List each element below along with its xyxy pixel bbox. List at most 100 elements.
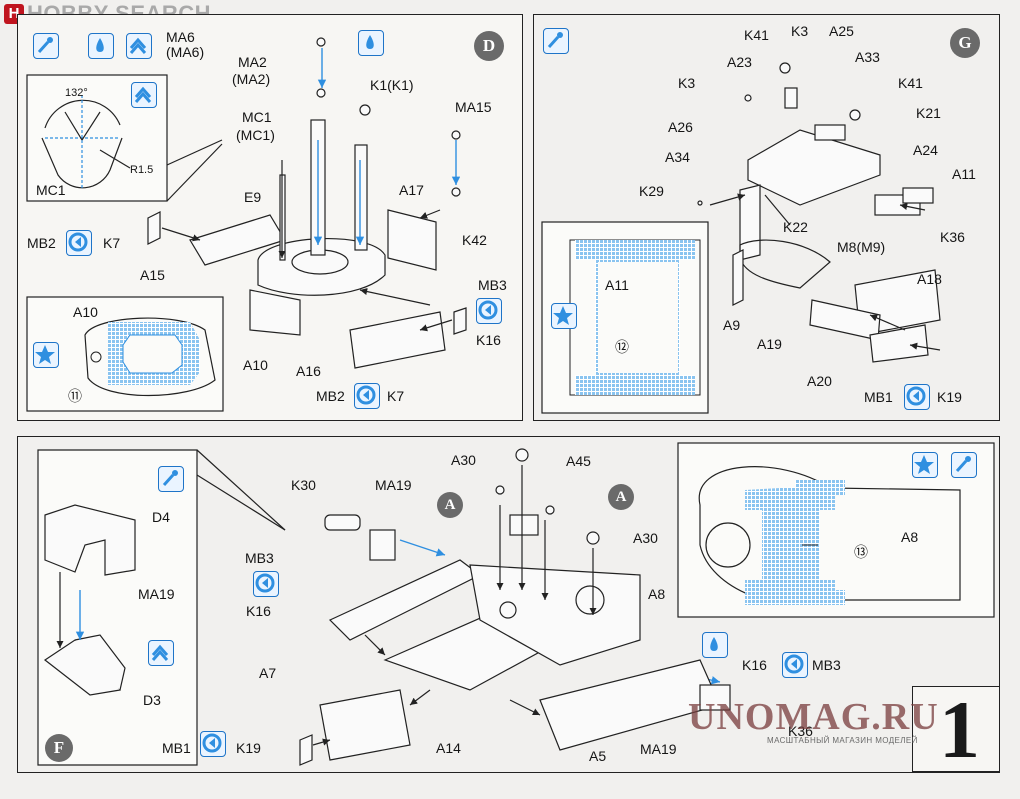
flip-over-icon <box>131 82 157 108</box>
paint-brush-icon <box>951 452 977 478</box>
label-a33: A33 <box>855 49 880 65</box>
label-k21: K21 <box>916 105 941 121</box>
label-d3: D3 <box>143 692 161 708</box>
label-a5: A5 <box>589 748 607 764</box>
label-k3-b: K3 <box>678 75 696 91</box>
label-ma6: MA6 <box>166 29 195 45</box>
label-mb1: MB1 <box>864 389 893 405</box>
glue-drop-icon <box>358 30 384 56</box>
label-k16: K16 <box>246 603 271 619</box>
panel-g <box>533 14 1000 421</box>
paint-brush-icon <box>543 28 569 54</box>
label-mb2: MB2 <box>27 235 56 251</box>
label-a8: A8 <box>648 586 666 602</box>
label-a8-inset: A8 <box>901 529 919 545</box>
ref-badge-a: A <box>608 484 634 510</box>
paint-star-icon <box>551 303 577 329</box>
label-mb1: MB1 <box>162 740 191 756</box>
label-a11: A11 <box>952 166 976 182</box>
label-a20: A20 <box>807 373 832 389</box>
label-k3: K3 <box>791 23 809 39</box>
label-a23: A23 <box>727 54 752 70</box>
label-m8: M8(M9) <box>837 239 886 255</box>
label-a10: A10 <box>243 357 268 373</box>
label-angle: 132° <box>65 87 88 99</box>
flip-over-icon <box>126 33 152 59</box>
orientation-icon <box>66 230 92 256</box>
step-number: 1 <box>939 684 980 775</box>
label-num11: ⑪ <box>68 388 82 404</box>
label-mb3: MB3 <box>478 277 507 293</box>
label-a24: A24 <box>913 142 938 158</box>
label-mc1: MC1 <box>242 109 272 125</box>
label-a14: A14 <box>436 740 461 756</box>
label-k7-b: K7 <box>387 388 405 404</box>
label-ma2: MA2 <box>238 54 267 70</box>
step-number-box: 1 <box>912 684 1000 775</box>
label-radius: R1.5 <box>130 164 154 176</box>
label-ma19: MA19 <box>138 586 175 602</box>
label-a11-inset: A11 <box>605 277 629 293</box>
label-k1: K1(K1) <box>370 77 414 93</box>
label-mb2-b: MB2 <box>316 388 345 404</box>
watermark-subtitle: МАСШТАБНЫЙ МАГАЗИН МОДЕЛЕЙ <box>767 736 918 745</box>
label-k7: K7 <box>103 235 121 251</box>
label-ma2-alt: (MA2) <box>232 71 271 87</box>
orientation-icon <box>476 298 502 324</box>
orientation-icon <box>200 731 226 757</box>
label-mb3: MB3 <box>245 550 274 566</box>
label-ma19-c: MA19 <box>640 741 677 757</box>
step-badge-d: D <box>474 31 504 61</box>
label-mc1-detail: MC1 <box>36 182 66 198</box>
ref-badge-a: A <box>437 492 463 518</box>
label-k41: K41 <box>744 27 769 43</box>
paint-inset-a8 <box>677 442 995 618</box>
label-mc1-alt: (MC1) <box>236 127 275 143</box>
label-e9: E9 <box>244 189 262 205</box>
label-a26: A26 <box>668 119 693 135</box>
label-a30: A30 <box>451 452 476 468</box>
orientation-icon <box>904 384 930 410</box>
step-badge-g: G <box>950 28 980 58</box>
label-k36: K36 <box>940 229 965 245</box>
label-ma15: MA15 <box>455 99 492 115</box>
label-a17: A17 <box>399 182 424 198</box>
orientation-icon <box>782 652 808 678</box>
label-k36: K36 <box>788 723 813 739</box>
label-a18: A18 <box>917 271 942 287</box>
label-ma6-alt: (MA6) <box>166 44 205 60</box>
orientation-icon <box>354 383 380 409</box>
label-a45: A45 <box>566 453 591 469</box>
label-a9: A9 <box>723 317 741 333</box>
label-ma19-b: MA19 <box>375 477 412 493</box>
watermark-title: UNOMAG.RU <box>688 696 939 738</box>
label-a25: A25 <box>829 23 854 39</box>
label-a16: A16 <box>296 363 321 379</box>
label-mb3-b: MB3 <box>812 657 841 673</box>
panel-f <box>17 436 1000 773</box>
label-k16-b: K16 <box>742 657 767 673</box>
label-k19: K19 <box>236 740 261 756</box>
label-k29: K29 <box>639 183 664 199</box>
label-k16: K16 <box>476 332 501 348</box>
label-a15: A15 <box>140 267 165 283</box>
label-num13: ⑬ <box>854 544 868 560</box>
step-badge-f: F <box>45 734 73 762</box>
label-k42: K42 <box>462 232 487 248</box>
label-k19: K19 <box>937 389 962 405</box>
glue-drop-icon <box>88 33 114 59</box>
label-num12: ⑫ <box>615 339 629 355</box>
label-k30: K30 <box>291 477 316 493</box>
label-a30-b: A30 <box>633 530 658 546</box>
glue-drop-icon <box>702 632 728 658</box>
inset-d3-d4 <box>37 449 286 766</box>
flip-over-icon <box>148 640 174 666</box>
label-d4: D4 <box>152 509 170 525</box>
paint-brush-icon <box>158 466 184 492</box>
label-a34: A34 <box>665 149 690 165</box>
label-k41-b: K41 <box>898 75 923 91</box>
label-k22: K22 <box>783 219 808 235</box>
paint-brush-icon <box>33 33 59 59</box>
label-a10-inset: A10 <box>73 304 98 320</box>
